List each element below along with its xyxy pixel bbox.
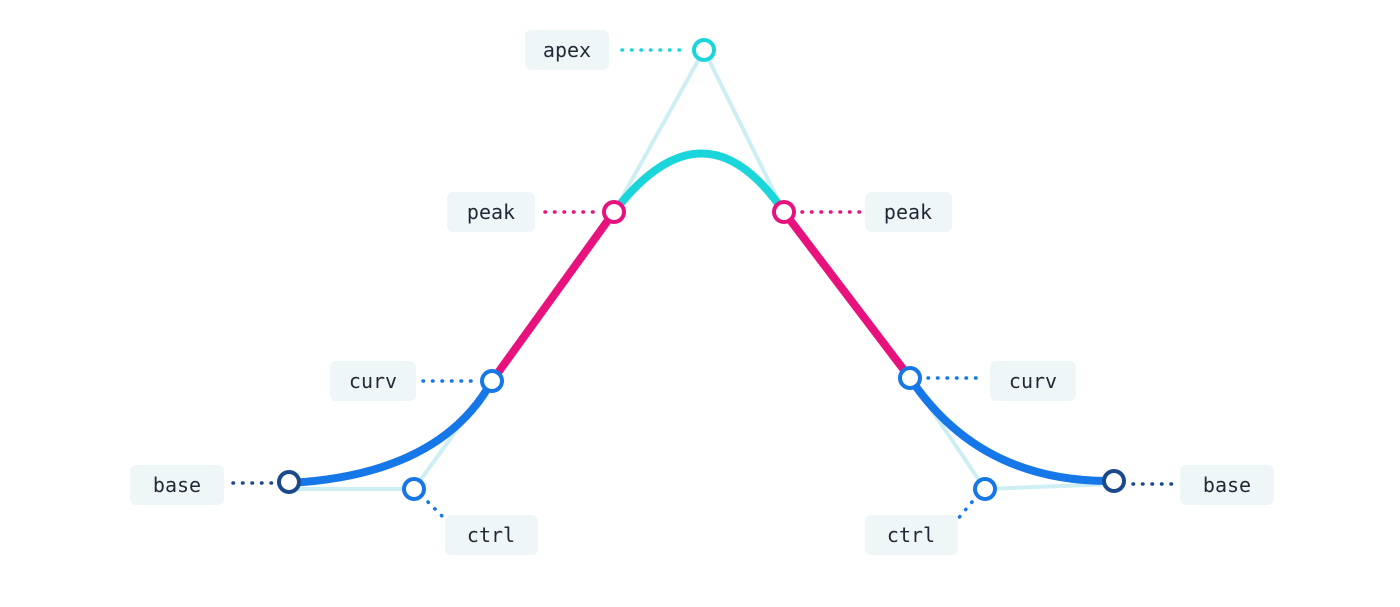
label-curv-right-text: curv bbox=[1009, 369, 1057, 393]
point-base-left[interactable] bbox=[277, 470, 301, 494]
points bbox=[277, 38, 1126, 501]
point-base-right[interactable] bbox=[1102, 469, 1126, 493]
curve bbox=[285, 149, 1118, 487]
leader-line-ctrl-right bbox=[955, 500, 974, 522]
label-peak-right: peak bbox=[865, 192, 952, 232]
label-peak-right-text: peak bbox=[884, 200, 932, 224]
point-ctrl-right[interactable] bbox=[973, 477, 997, 501]
label-base-right-text: base bbox=[1203, 473, 1251, 497]
label-base-left-text: base bbox=[153, 473, 201, 497]
label-curv-left-text: curv bbox=[349, 369, 397, 393]
label-peak-left: peak bbox=[447, 192, 535, 232]
leader-lines bbox=[231, 48, 1178, 522]
curve-segment-base-left bbox=[285, 377, 496, 487]
label-curv-left: curv bbox=[330, 361, 416, 401]
label-base-left: base bbox=[130, 465, 224, 505]
label-base-right: base bbox=[1180, 465, 1274, 505]
point-curv-left[interactable] bbox=[480, 369, 504, 393]
curve-segment-base-right bbox=[906, 374, 1118, 486]
label-ctrl-right-text: ctrl bbox=[887, 523, 935, 547]
label-peak-left-text: peak bbox=[467, 200, 515, 224]
labels: apex peak peak curv curv base base ctrl bbox=[130, 30, 1274, 555]
point-peak-right[interactable] bbox=[772, 200, 796, 224]
point-peak-left[interactable] bbox=[602, 200, 626, 224]
curve-segment-apex bbox=[610, 149, 788, 216]
label-apex: apex bbox=[525, 30, 609, 70]
label-ctrl-left: ctrl bbox=[445, 515, 538, 555]
curve-segment-peak-left bbox=[488, 208, 618, 385]
label-apex-text: apex bbox=[543, 38, 591, 62]
guide-lines bbox=[287, 45, 1116, 492]
label-ctrl-right: ctrl bbox=[865, 515, 958, 555]
curve-segment-peak-right bbox=[780, 208, 914, 382]
point-apex[interactable] bbox=[692, 38, 716, 62]
label-curv-right: curv bbox=[990, 361, 1076, 401]
point-ctrl-left[interactable] bbox=[402, 477, 426, 501]
label-ctrl-left-text: ctrl bbox=[467, 523, 515, 547]
point-curv-right[interactable] bbox=[898, 366, 922, 390]
leader-line-ctrl-left bbox=[426, 500, 448, 522]
